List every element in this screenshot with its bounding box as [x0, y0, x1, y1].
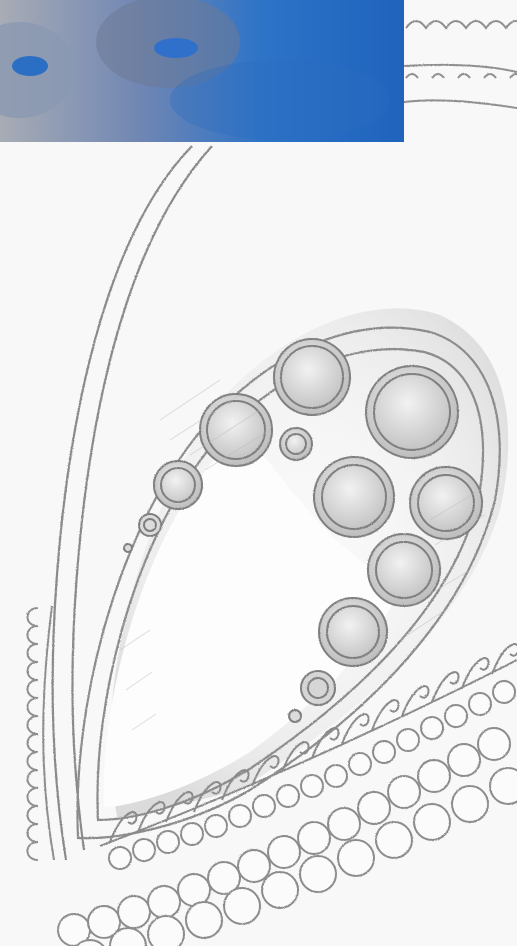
- blue-photo-panel: [0, 0, 404, 142]
